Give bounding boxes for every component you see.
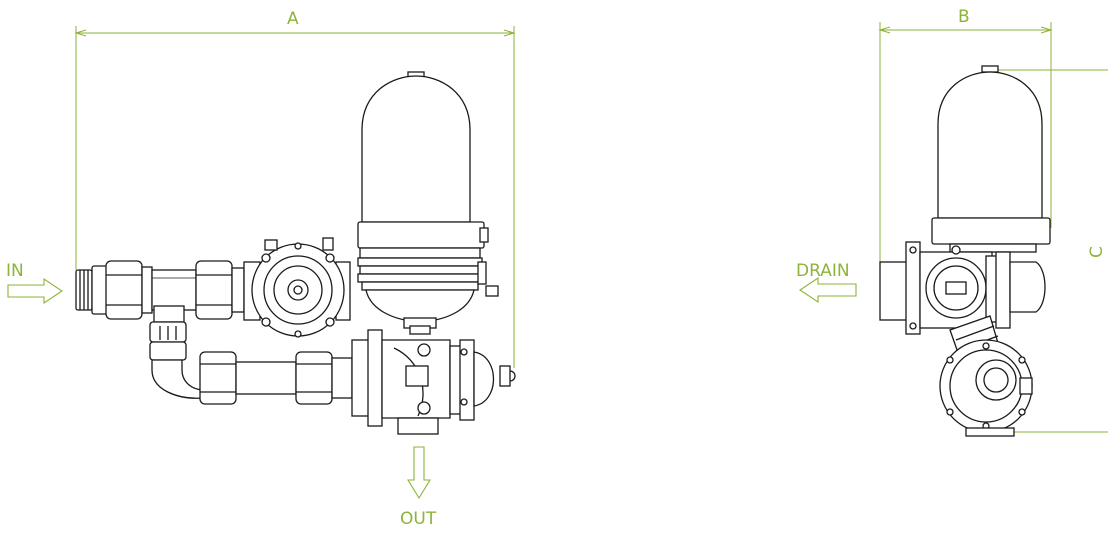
side-outlet-valve <box>939 339 1033 437</box>
side-drain-valve <box>879 241 1046 335</box>
inlet-union-nut-2 <box>195 260 245 320</box>
filter-clamp-ribs <box>357 247 499 335</box>
front-view: A IN OUT <box>6 9 516 529</box>
inlet-union-nut <box>105 260 153 320</box>
outlet-union-nut <box>199 351 237 405</box>
dimension-b <box>878 22 1053 262</box>
filter-housing <box>357 71 489 249</box>
inlet-arrow-icon <box>7 277 63 305</box>
dimension-a-label: A <box>287 9 299 29</box>
outlet-union-nut-2 <box>295 351 368 405</box>
inlet-pipe <box>151 269 197 311</box>
dimension-c <box>990 69 1108 433</box>
inlet-threaded-connector <box>75 265 109 315</box>
dimension-a <box>74 26 516 368</box>
outlet-arrow-icon <box>407 446 431 500</box>
dimension-b-label: B <box>958 7 970 27</box>
backflush-valve <box>243 237 351 338</box>
outlet-pipe <box>235 361 297 395</box>
outlet-manifold-valve <box>351 329 516 435</box>
return-elbow <box>149 305 205 399</box>
side-filter-housing <box>931 65 1051 253</box>
drain-arrow-icon <box>799 276 857 304</box>
side-view: B C DRAIN <box>796 7 1108 437</box>
inlet-label: IN <box>6 261 24 281</box>
dimension-c-label: C <box>1087 246 1107 258</box>
outlet-label: OUT <box>400 509 437 529</box>
drain-label: DRAIN <box>796 261 850 281</box>
